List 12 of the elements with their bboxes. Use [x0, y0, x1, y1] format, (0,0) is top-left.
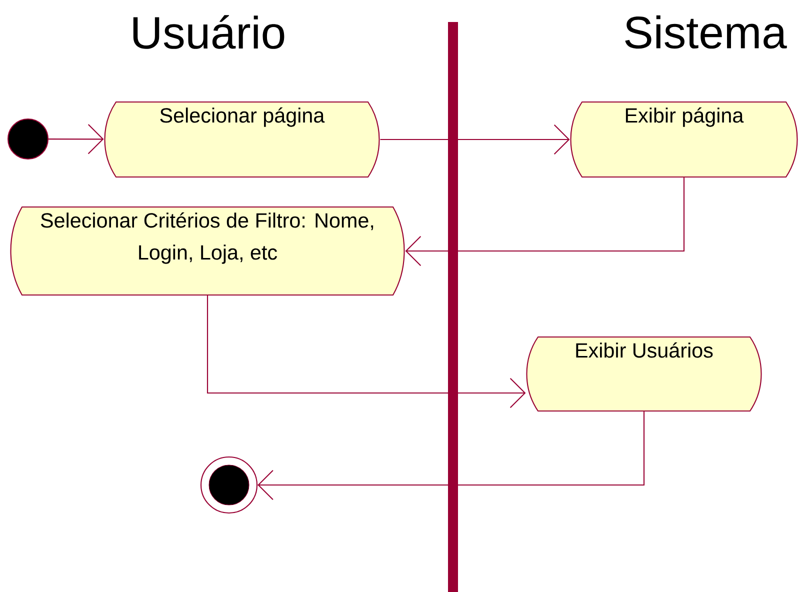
- lane-heading: Usuário: [133, 15, 284, 49]
- arrow: [206, 295, 526, 408]
- arrow: [258, 411, 645, 500]
- arrow: [380, 124, 570, 155]
- action-box: Exibir Usuários: [526, 336, 762, 412]
- action-box: Selecionar Critérios de Filtro: Nome, Login, Loja, etc: [10, 206, 405, 296]
- action-box: Exibir página: [570, 101, 798, 178]
- action-box: Selecionar página: [104, 101, 380, 178]
- end-node: [200, 456, 258, 514]
- start-node: [7, 118, 49, 160]
- arrow: [405, 177, 685, 266]
- lane-heading: Sistema: [625, 15, 787, 49]
